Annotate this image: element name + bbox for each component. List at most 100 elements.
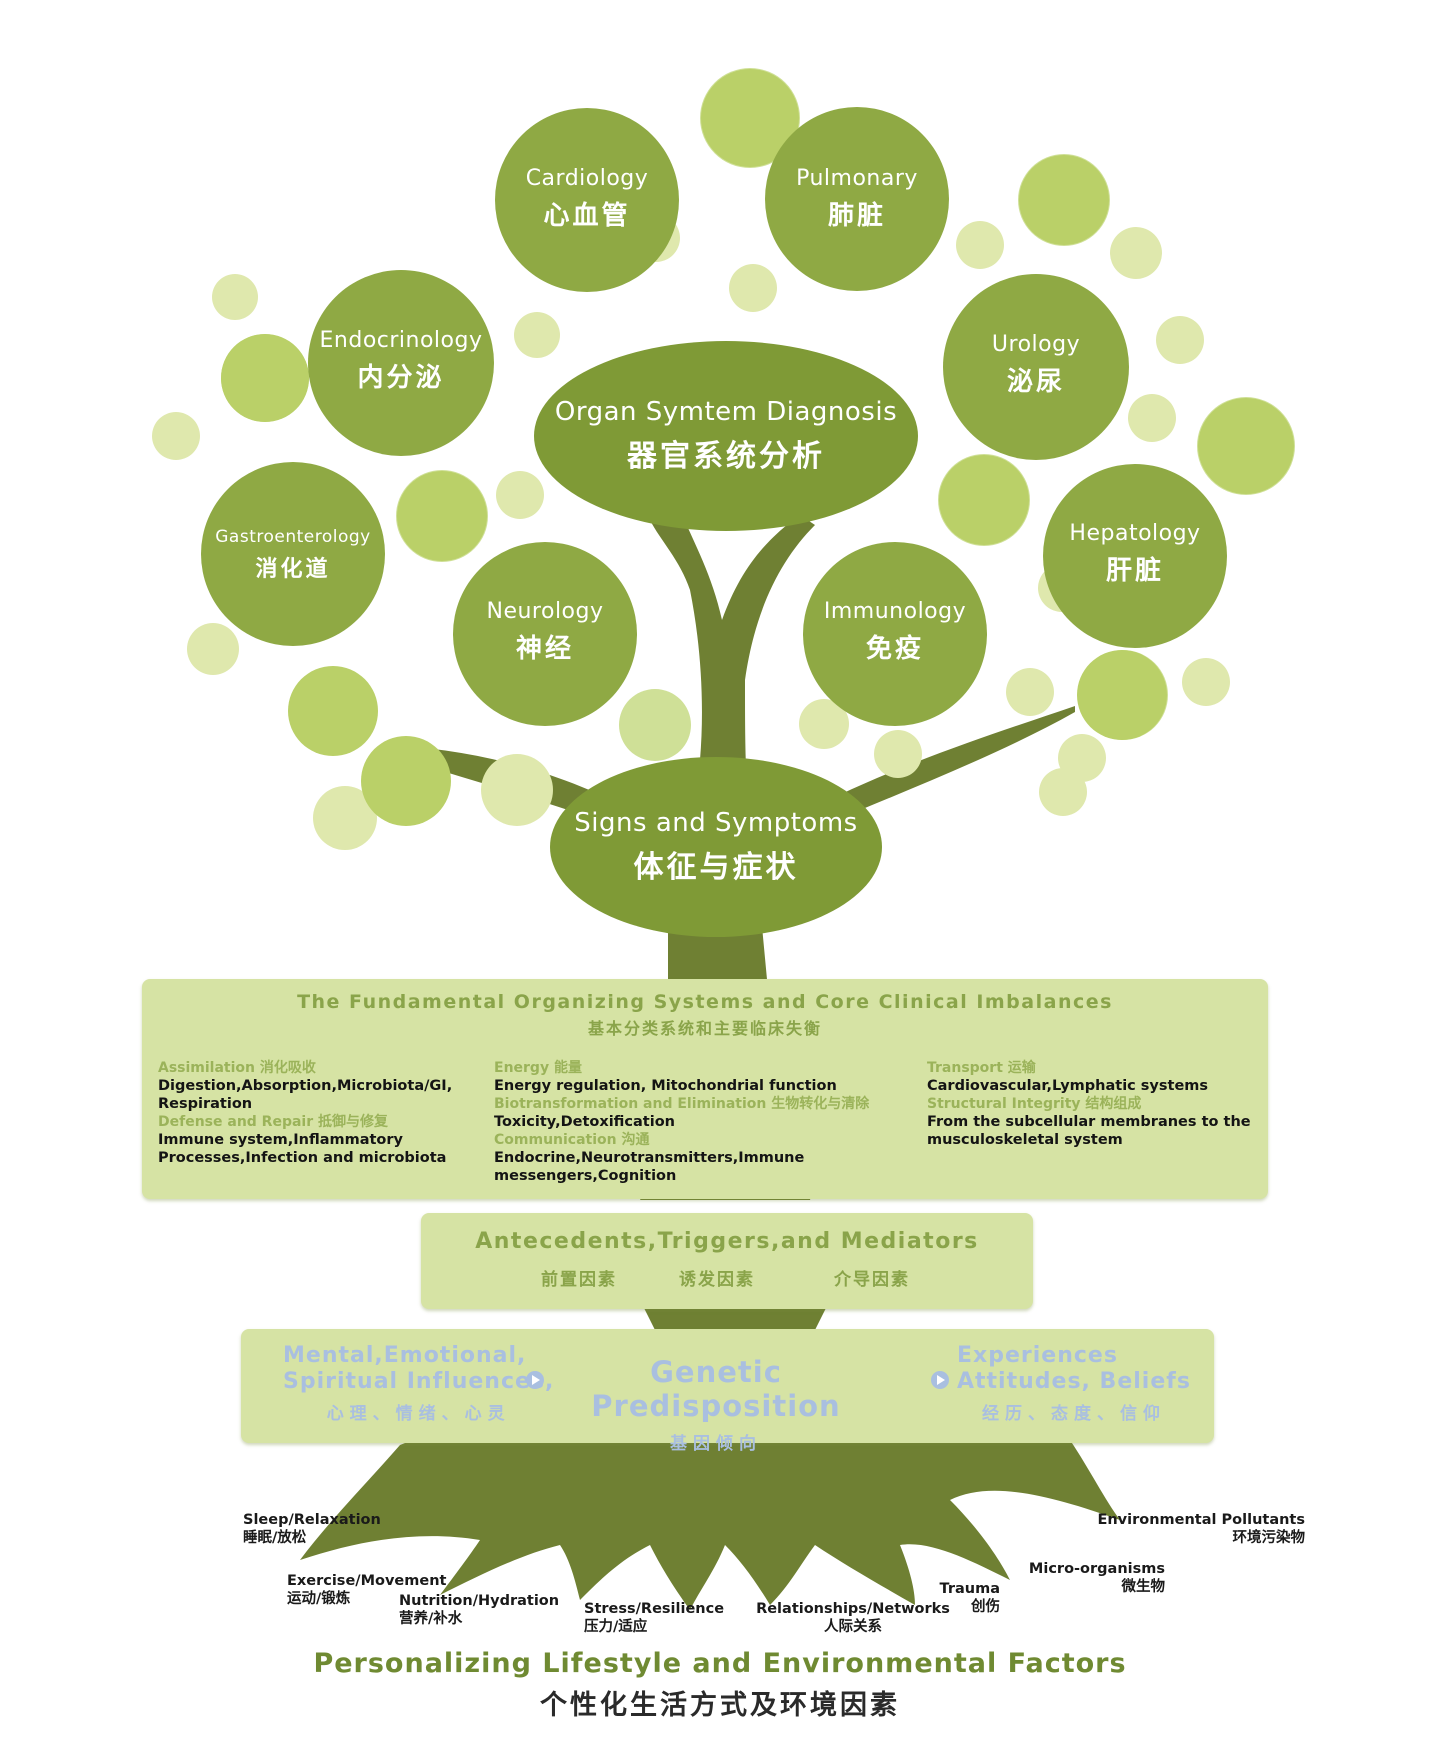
genetic-right-text: Experiences Attitudes, Beliefs 经历、态度、信仰: [957, 1343, 1191, 1427]
genetic-right-en-2: Attitudes, Beliefs: [957, 1369, 1191, 1394]
energy-head: Energy 能量: [494, 1060, 582, 1076]
organ-neurology: Neurology 神经: [486, 599, 603, 665]
transport-head: Transport 运输: [927, 1060, 1036, 1076]
urology-en: Urology: [991, 332, 1081, 357]
genetic-left-zh: 心理、情绪、心灵: [326, 1404, 511, 1424]
root-micro: Micro-organisms 微生物: [1015, 1560, 1165, 1596]
root-stress: Stress/Resilience 压力/适应: [584, 1600, 724, 1636]
signs-symptoms-label: Signs and Symptoms 体征与症状: [574, 808, 857, 886]
organ-diagnosis-en: Organ Symtem Diagnosis: [554, 397, 898, 427]
arrow-right-icon: [526, 1371, 544, 1389]
root-pollutants-zh: 环境污染物: [1232, 1530, 1306, 1546]
genetic-panel: Mental,Emotional, Spiritual Influences, …: [241, 1329, 1214, 1454]
footer-subtitle: 个性化生活方式及环境因素: [540, 1690, 900, 1721]
genetic-mid-text: Genetic Predisposition 基因倾向: [551, 1355, 881, 1454]
organ-urology: Urology 泌尿: [992, 332, 1080, 398]
cardiology-en: Cardiology: [525, 166, 649, 191]
root-sleep: Sleep/Relaxation 睡眠/放松: [243, 1511, 381, 1547]
organ-endocrinology: Endocrinology 内分泌: [320, 328, 483, 394]
root-nutrition-en: Nutrition/Hydration: [399, 1593, 560, 1609]
genetic-mid-en: Genetic Predisposition: [591, 1355, 841, 1423]
genetic-left-text: Mental,Emotional, Spiritual Influences, …: [283, 1343, 554, 1427]
fundamental-panel: The Fundamental Organizing Systems and C…: [142, 979, 1268, 1199]
organ-pulmonary: Pulmonary 肺脏: [796, 166, 918, 232]
organ-gastroenterology: Gastroenterology 消化道: [215, 527, 370, 583]
root-exercise-en: Exercise/Movement: [287, 1573, 447, 1589]
footer-title: Personalizing Lifestyle and Environmenta…: [313, 1648, 1127, 1679]
genetic-left-en-2: Spiritual Influences,: [283, 1369, 555, 1394]
fundamental-col-1: Assimilation 消化吸收 Digestion,Absorption,M…: [158, 1059, 478, 1167]
assimilation-body: Digestion,Absorption,Microbiota/GI, Resp…: [158, 1078, 453, 1112]
organ-cardiology: Cardiology 心血管: [526, 166, 649, 232]
neurology-en: Neurology: [486, 599, 604, 624]
fundamental-col-3: Transport 运输 Cardiovascular,Lymphatic sy…: [927, 1059, 1257, 1149]
antecedents-title: Antecedents,Triggers,and Mediators: [475, 1229, 979, 1254]
root-trauma: Trauma 创伤: [930, 1580, 1000, 1616]
signs-symptoms-en: Signs and Symptoms: [574, 808, 858, 838]
organ-diagnosis-label: Organ Symtem Diagnosis 器官系统分析: [555, 397, 897, 475]
antecedents-zh-3: 介导因素: [834, 1270, 910, 1290]
root-stress-zh: 压力/适应: [584, 1619, 648, 1635]
organ-circles: [201, 107, 1227, 726]
biotransformation-head: Biotransformation and Elimination 生物转化与清…: [494, 1096, 870, 1112]
defense-body: Immune system,Inflammatory Processes,Inf…: [158, 1132, 447, 1166]
defense-head: Defense and Repair 抵御与修复: [158, 1114, 389, 1130]
signs-symptoms-ellipse: [550, 757, 882, 937]
fundamental-subtitle: 基本分类系统和主要临床失衡: [587, 1019, 822, 1038]
root-relationships-zh: 人际关系: [824, 1619, 882, 1635]
pulmonary-en: Pulmonary: [796, 166, 918, 191]
root-relationships: Relationships/Networks 人际关系: [750, 1600, 956, 1636]
urology-zh: 泌尿: [1006, 367, 1065, 397]
endocrinology-en: Endocrinology: [319, 328, 483, 353]
fundamental-col-2: Energy 能量 Energy regulation, Mitochondri…: [494, 1059, 914, 1185]
genetic-left-en-1: Mental,Emotional,: [283, 1343, 527, 1368]
root-trauma-en: Trauma: [939, 1581, 1000, 1597]
hepatology-zh: 肝脏: [1105, 556, 1165, 586]
root-sleep-en: Sleep/Relaxation: [243, 1512, 381, 1528]
genetic-right-zh: 经历、态度、信仰: [981, 1404, 1166, 1424]
root-pollutants: Environmental Pollutants 环境污染物: [1085, 1511, 1305, 1547]
transport-body: Cardiovascular,Lymphatic systems: [927, 1078, 1209, 1094]
immunology-en: Immunology: [823, 599, 967, 624]
neurology-zh: 神经: [515, 634, 575, 664]
cardiology-zh: 心血管: [543, 201, 631, 231]
fundamental-title: The Fundamental Organizing Systems and C…: [297, 991, 1113, 1013]
accent-circles: [221, 69, 1294, 826]
root-exercise: Exercise/Movement 运动/锻炼: [287, 1572, 446, 1608]
root-sleep-zh: 睡眠/放松: [243, 1530, 307, 1546]
root-micro-zh: 微生物: [1121, 1579, 1166, 1595]
communication-body: Endocrine,Neurotransmitters,Immune messe…: [494, 1150, 805, 1184]
organ-diagnosis-zh: 器官系统分析: [626, 439, 825, 474]
root-pollutants-en: Environmental Pollutants: [1097, 1512, 1305, 1528]
antecedents-zh-2: 诱发因素: [679, 1270, 755, 1290]
root-nutrition-zh: 营养/补水: [399, 1611, 463, 1627]
immunology-zh: 免疫: [865, 634, 925, 664]
endocrinology-zh: 内分泌: [357, 363, 445, 393]
organ-immunology: Immunology 免疫: [824, 599, 966, 665]
structural-body: From the subcellular membranes to the mu…: [927, 1114, 1251, 1148]
gastroenterology-en: Gastroenterology: [215, 527, 371, 547]
pulmonary-zh: 肺脏: [827, 201, 887, 231]
assimilation-head: Assimilation 消化吸收: [158, 1060, 316, 1076]
gastroenterology-zh: 消化道: [255, 557, 331, 582]
root-micro-en: Micro-organisms: [1028, 1561, 1165, 1577]
structural-head: Structural Integrity 结构组成: [927, 1096, 1142, 1112]
root-relationships-en: Relationships/Networks: [756, 1601, 950, 1617]
root-nutrition: Nutrition/Hydration 营养/补水: [399, 1592, 559, 1628]
antecedents-zh-1: 前置因素: [541, 1270, 617, 1290]
hepatology-en: Hepatology: [1069, 521, 1201, 546]
arrow-right-icon-2: [931, 1371, 949, 1389]
communication-head: Communication 沟通: [494, 1132, 650, 1148]
biotransformation-body: Toxicity,Detoxification: [494, 1114, 675, 1130]
energy-body: Energy regulation, Mitochondrial functio…: [494, 1078, 837, 1094]
organ-diagnosis-ellipse: [534, 341, 918, 531]
organ-hepatology: Hepatology 肝脏: [1069, 521, 1200, 587]
genetic-mid-zh: 基因倾向: [670, 1434, 762, 1454]
genetic-right-en-1: Experiences: [957, 1343, 1118, 1368]
root-stress-en: Stress/Resilience: [584, 1601, 725, 1617]
root-exercise-zh: 运动/锻炼: [287, 1591, 351, 1607]
root-trauma-zh: 创伤: [971, 1599, 1000, 1615]
antecedents-panel: Antecedents,Triggers,and Mediators 前置因素 …: [421, 1213, 1033, 1309]
signs-symptoms-zh: 体征与症状: [633, 850, 799, 885]
